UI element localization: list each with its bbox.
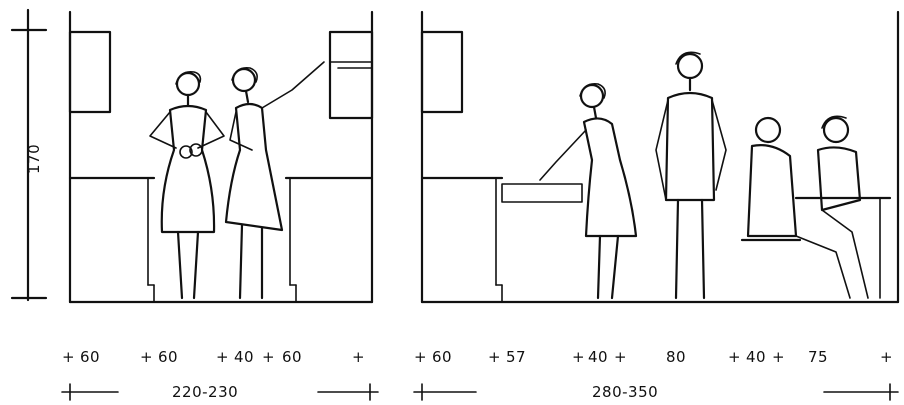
upper-cabinet-right (328, 30, 374, 120)
left-kitchen-section: 170 (10, 8, 374, 304)
right-upper-cabinet (420, 30, 464, 114)
counter-left (68, 176, 156, 303)
right-total-label: 280-350 (592, 383, 658, 401)
segment-dimensions-right: + 60 + 57 + 40 + 80 + 40 + 75 + (414, 348, 893, 366)
plus-marker: + (614, 348, 627, 366)
plus-marker: + (414, 348, 427, 366)
man-figure-standing (655, 51, 727, 300)
total-dimension-right: 280-350 (413, 383, 899, 401)
plus-marker: + (352, 348, 365, 366)
plus-marker: + (728, 348, 741, 366)
right-counter (420, 176, 583, 303)
left-segment-2: 60 (158, 348, 178, 366)
plus-marker: + (140, 348, 153, 366)
height-dimension: 170 (10, 8, 48, 302)
woman-figure-reaching (224, 61, 325, 300)
plus-marker: + (216, 348, 229, 366)
right-segment-4: 80 (666, 348, 686, 366)
plus-marker: + (572, 348, 585, 366)
upper-cabinet-left (68, 30, 112, 114)
left-total-label: 220-230 (172, 383, 238, 401)
woman-figure-working (539, 82, 638, 300)
right-segment-5: 40 (746, 348, 766, 366)
plus-marker: + (880, 348, 893, 366)
total-dimension-left: 220-230 (61, 383, 379, 401)
right-segment-3: 40 (588, 348, 608, 366)
left-segment-3: 40 (234, 348, 254, 366)
segment-dimensions-left: + 60 + 60 + 40 + 60 + (62, 348, 365, 366)
right-kitchen-section (420, 10, 900, 304)
counter-right (284, 176, 374, 303)
left-segment-4: 60 (282, 348, 302, 366)
plus-marker: + (488, 348, 501, 366)
seated-figures-at-table (740, 115, 892, 299)
right-segment-1: 60 (432, 348, 452, 366)
woman-figure-front (149, 70, 225, 300)
plus-marker: + (772, 348, 785, 366)
right-segment-6: 75 (808, 348, 828, 366)
height-label: 170 (25, 144, 43, 174)
plus-marker: + (62, 348, 75, 366)
plus-marker: + (262, 348, 275, 366)
right-segment-2: 57 (506, 348, 526, 366)
left-segment-1: 60 (80, 348, 100, 366)
